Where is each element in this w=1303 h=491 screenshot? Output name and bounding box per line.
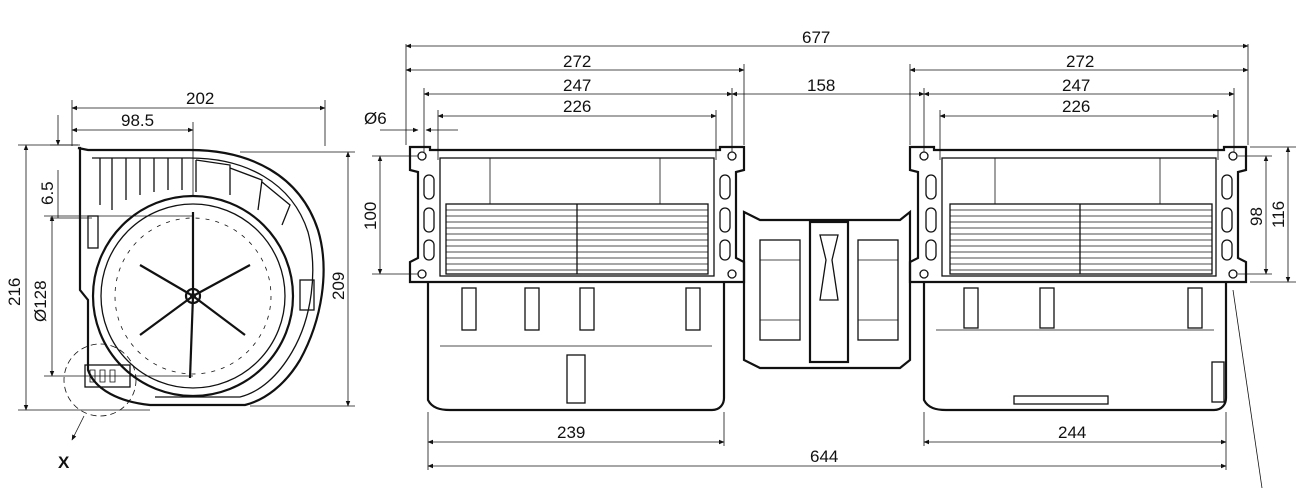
dim-center-gap: 158 xyxy=(807,76,835,95)
dim-overall-bottom: 644 xyxy=(810,447,838,466)
detail-x-circle xyxy=(63,343,137,417)
dim-left-bottom: 239 xyxy=(557,423,585,442)
dim-right-inner: 226 xyxy=(1062,97,1090,116)
left-scroll-housing xyxy=(426,282,726,412)
dim-right-height-inner: 98 xyxy=(1247,207,1266,226)
impeller-spokes xyxy=(139,212,251,379)
detail-x-label: X xyxy=(58,453,70,472)
dim-right-height-outer: 116 xyxy=(1269,201,1288,228)
dim-side-height: 216 xyxy=(5,278,24,306)
dim-side-height-right: 209 xyxy=(329,272,348,300)
dim-side-width: 202 xyxy=(186,89,214,108)
front-view: 677 272 272 247 158 247 226 226 Ø xyxy=(361,28,1296,489)
dim-right-flange: 272 xyxy=(1066,52,1094,71)
dim-side-small: 6.5 xyxy=(38,181,57,205)
right-fan-wheel xyxy=(941,157,1217,277)
dim-hole-diameter: Ø6 xyxy=(364,109,387,128)
left-fan-wheel xyxy=(439,157,715,277)
dim-flange-height: 100 xyxy=(361,202,380,230)
dim-right-outer: 247 xyxy=(1062,76,1090,95)
right-scroll-housing xyxy=(922,282,1228,412)
dim-left-outer: 247 xyxy=(563,76,591,95)
dim-right-bottom: 244 xyxy=(1058,423,1086,442)
dim-left-flange: 272 xyxy=(563,52,591,71)
side-view: X 202 98.5 6.5 216 Ø128 209 xyxy=(5,89,355,472)
motor xyxy=(742,209,912,370)
dim-side-diameter: Ø128 xyxy=(31,280,50,322)
dim-side-offset: 98.5 xyxy=(121,111,154,130)
dim-overall-length: 677 xyxy=(802,28,830,47)
dim-left-inner: 226 xyxy=(563,97,591,116)
